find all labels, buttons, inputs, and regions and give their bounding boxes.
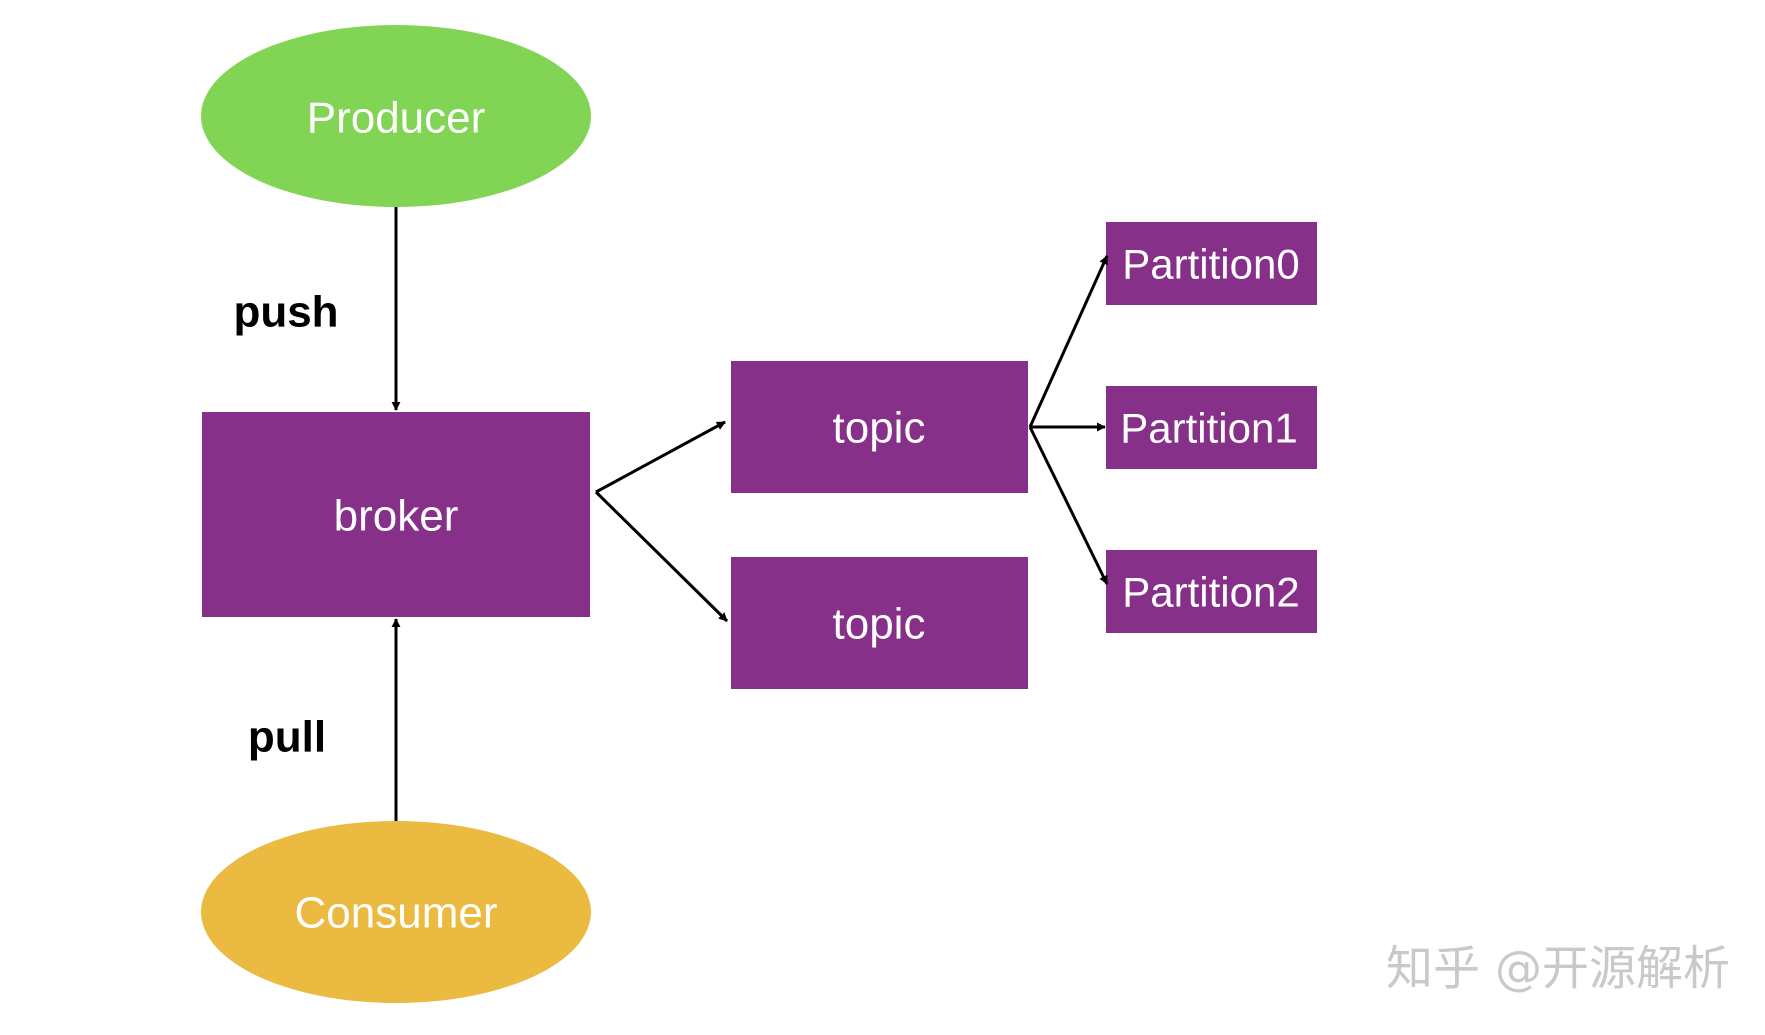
partition-node-1: Partition1 — [1106, 386, 1317, 469]
consumer-node: Consumer — [201, 821, 591, 1003]
topic-to-partition-0-arrow — [1028, 255, 1109, 428]
broker-to-topic-b-arrow — [594, 490, 729, 623]
watermark-text: 知乎 @开源解析 — [1386, 942, 1730, 997]
consumer-shape — [201, 821, 591, 1003]
consumer-label: Consumer — [295, 889, 498, 938]
partition-node-0: Partition0 — [1106, 222, 1317, 305]
producer-shape — [201, 25, 591, 207]
partition-0-label: Partition0 — [1122, 241, 1299, 288]
partition-1-shape — [1106, 386, 1317, 469]
partition-2-shape — [1106, 550, 1317, 633]
topic-b-label: topic — [833, 600, 926, 649]
topic-b-shape — [731, 557, 1028, 689]
partition-1-label: Partition1 — [1120, 405, 1297, 452]
topic-node-a: topic — [731, 361, 1028, 493]
topic-a-shape — [731, 361, 1028, 493]
producer-label: Producer — [307, 94, 486, 143]
broker-shape — [202, 412, 590, 617]
partition-node-2: Partition2 — [1106, 550, 1317, 633]
pull-label: pull — [248, 713, 326, 762]
arrows — [391, 207, 1109, 821]
broker-label: broker — [334, 492, 459, 541]
topic-node-b: topic — [731, 557, 1028, 689]
broker-node: broker — [202, 412, 590, 617]
broker-to-topic-a-arrow — [595, 420, 726, 494]
push-label: push — [233, 288, 338, 337]
topic-to-partition-2-arrow — [1028, 426, 1109, 585]
producer-node: Producer — [201, 25, 591, 207]
partition-2-label: Partition2 — [1122, 569, 1299, 616]
partition-0-shape — [1106, 222, 1317, 305]
topic-a-label: topic — [833, 404, 926, 453]
